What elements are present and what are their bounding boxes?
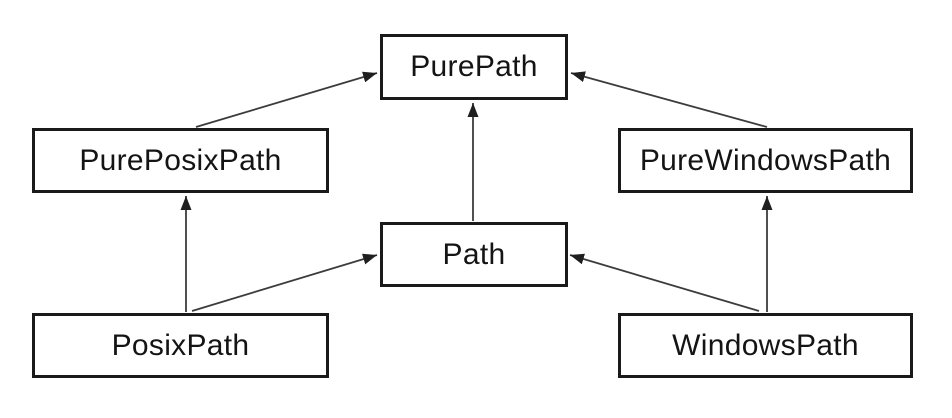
edge-windowspath-to-path xyxy=(569,253,760,312)
node-path-label: Path xyxy=(442,237,506,271)
node-purepath: PurePath xyxy=(380,34,568,100)
node-purewindowspath-label: PureWindowsPath xyxy=(639,143,892,177)
edge-pureposixpath-to-purepath xyxy=(195,71,378,128)
node-windowspath: WindowsPath xyxy=(618,313,913,378)
edge-posixpath-to-path xyxy=(191,253,378,312)
node-pureposixpath-label: PurePosixPath xyxy=(79,143,282,177)
edge-purewindowspath-to-purepath xyxy=(570,71,768,128)
node-windowspath-label: WindowsPath xyxy=(672,328,859,362)
node-purewindowspath: PureWindowsPath xyxy=(618,128,913,193)
node-pureposixpath: PurePosixPath xyxy=(32,128,329,193)
node-posixpath: PosixPath xyxy=(32,313,329,378)
node-purepath-label: PurePath xyxy=(410,50,538,83)
node-path: Path xyxy=(380,222,568,287)
node-posixpath-label: PosixPath xyxy=(111,328,250,362)
